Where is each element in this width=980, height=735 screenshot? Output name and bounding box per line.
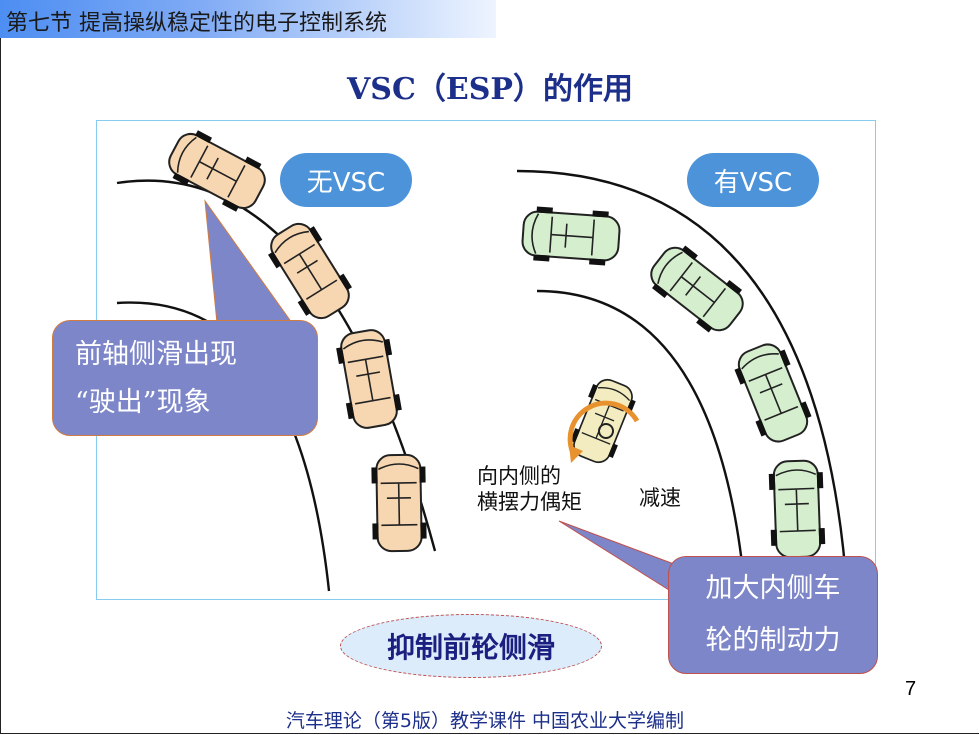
car-with-vsc-4 (767, 459, 827, 559)
badge-with-vsc (687, 153, 819, 207)
badge-without-vsc-label: 无VSC (307, 168, 385, 198)
car-with-vsc-1 (520, 204, 622, 268)
callout-inner-wheel-braking: 加大内侧车 轮的制动力 (668, 556, 878, 674)
label-yaw-moment-line1: 向内侧的 (477, 464, 561, 488)
callout-front-axle-slip: 前轴侧滑出现 “驶出”现象 (52, 320, 318, 436)
callout-left-line2: “驶出”现象 (75, 387, 211, 418)
footer-text: 汽车理论（第5版）教学课件 中国农业大学编制 (285, 710, 685, 732)
footer: 汽车理论（第5版）教学课件 中国农业大学编制 (0, 706, 980, 733)
car-without-vsc-1 (160, 123, 274, 219)
yaw-center-icon (598, 423, 614, 439)
section-header: 第七节 提高操纵稳定性的电子控制系统 (0, 0, 496, 38)
car-without-vsc-4 (370, 453, 428, 553)
highlight-suppress-front-slip: 抑制前轮侧滑 (340, 614, 602, 678)
car-without-vsc-3 (333, 326, 405, 432)
label-yaw-moment-line2: 横摆力偶矩 (477, 490, 582, 514)
label-deceleration: 减速 (639, 486, 681, 510)
vsc-diagram: 无VSC 有VSC 向内侧的 横摆力偶矩 减速 (116, 123, 849, 592)
callout-left-line1: 前轴侧滑出现 (75, 339, 237, 370)
badge-without-vsc (280, 153, 412, 207)
callout-right-line2: 轮的制动力 (705, 625, 841, 656)
car-with-vsc-2 (641, 237, 753, 341)
road-edge-inner-right (536, 289, 747, 592)
callout-right-line1: 加大内侧车 (705, 573, 841, 604)
arrowhead-icon (569, 445, 583, 463)
slide-title: VSC（ESP）的作用 (347, 72, 633, 107)
yaw-rotation-arrow-icon (567, 400, 640, 459)
section-title: 第七节 提高操纵稳定性的电子控制系统 (6, 11, 387, 36)
car-with-vsc-3 (728, 337, 818, 449)
badge-with-vsc-label: 有VSC (714, 168, 792, 198)
page-number: 7 (905, 678, 917, 700)
road-edge-outer-right (516, 169, 849, 592)
